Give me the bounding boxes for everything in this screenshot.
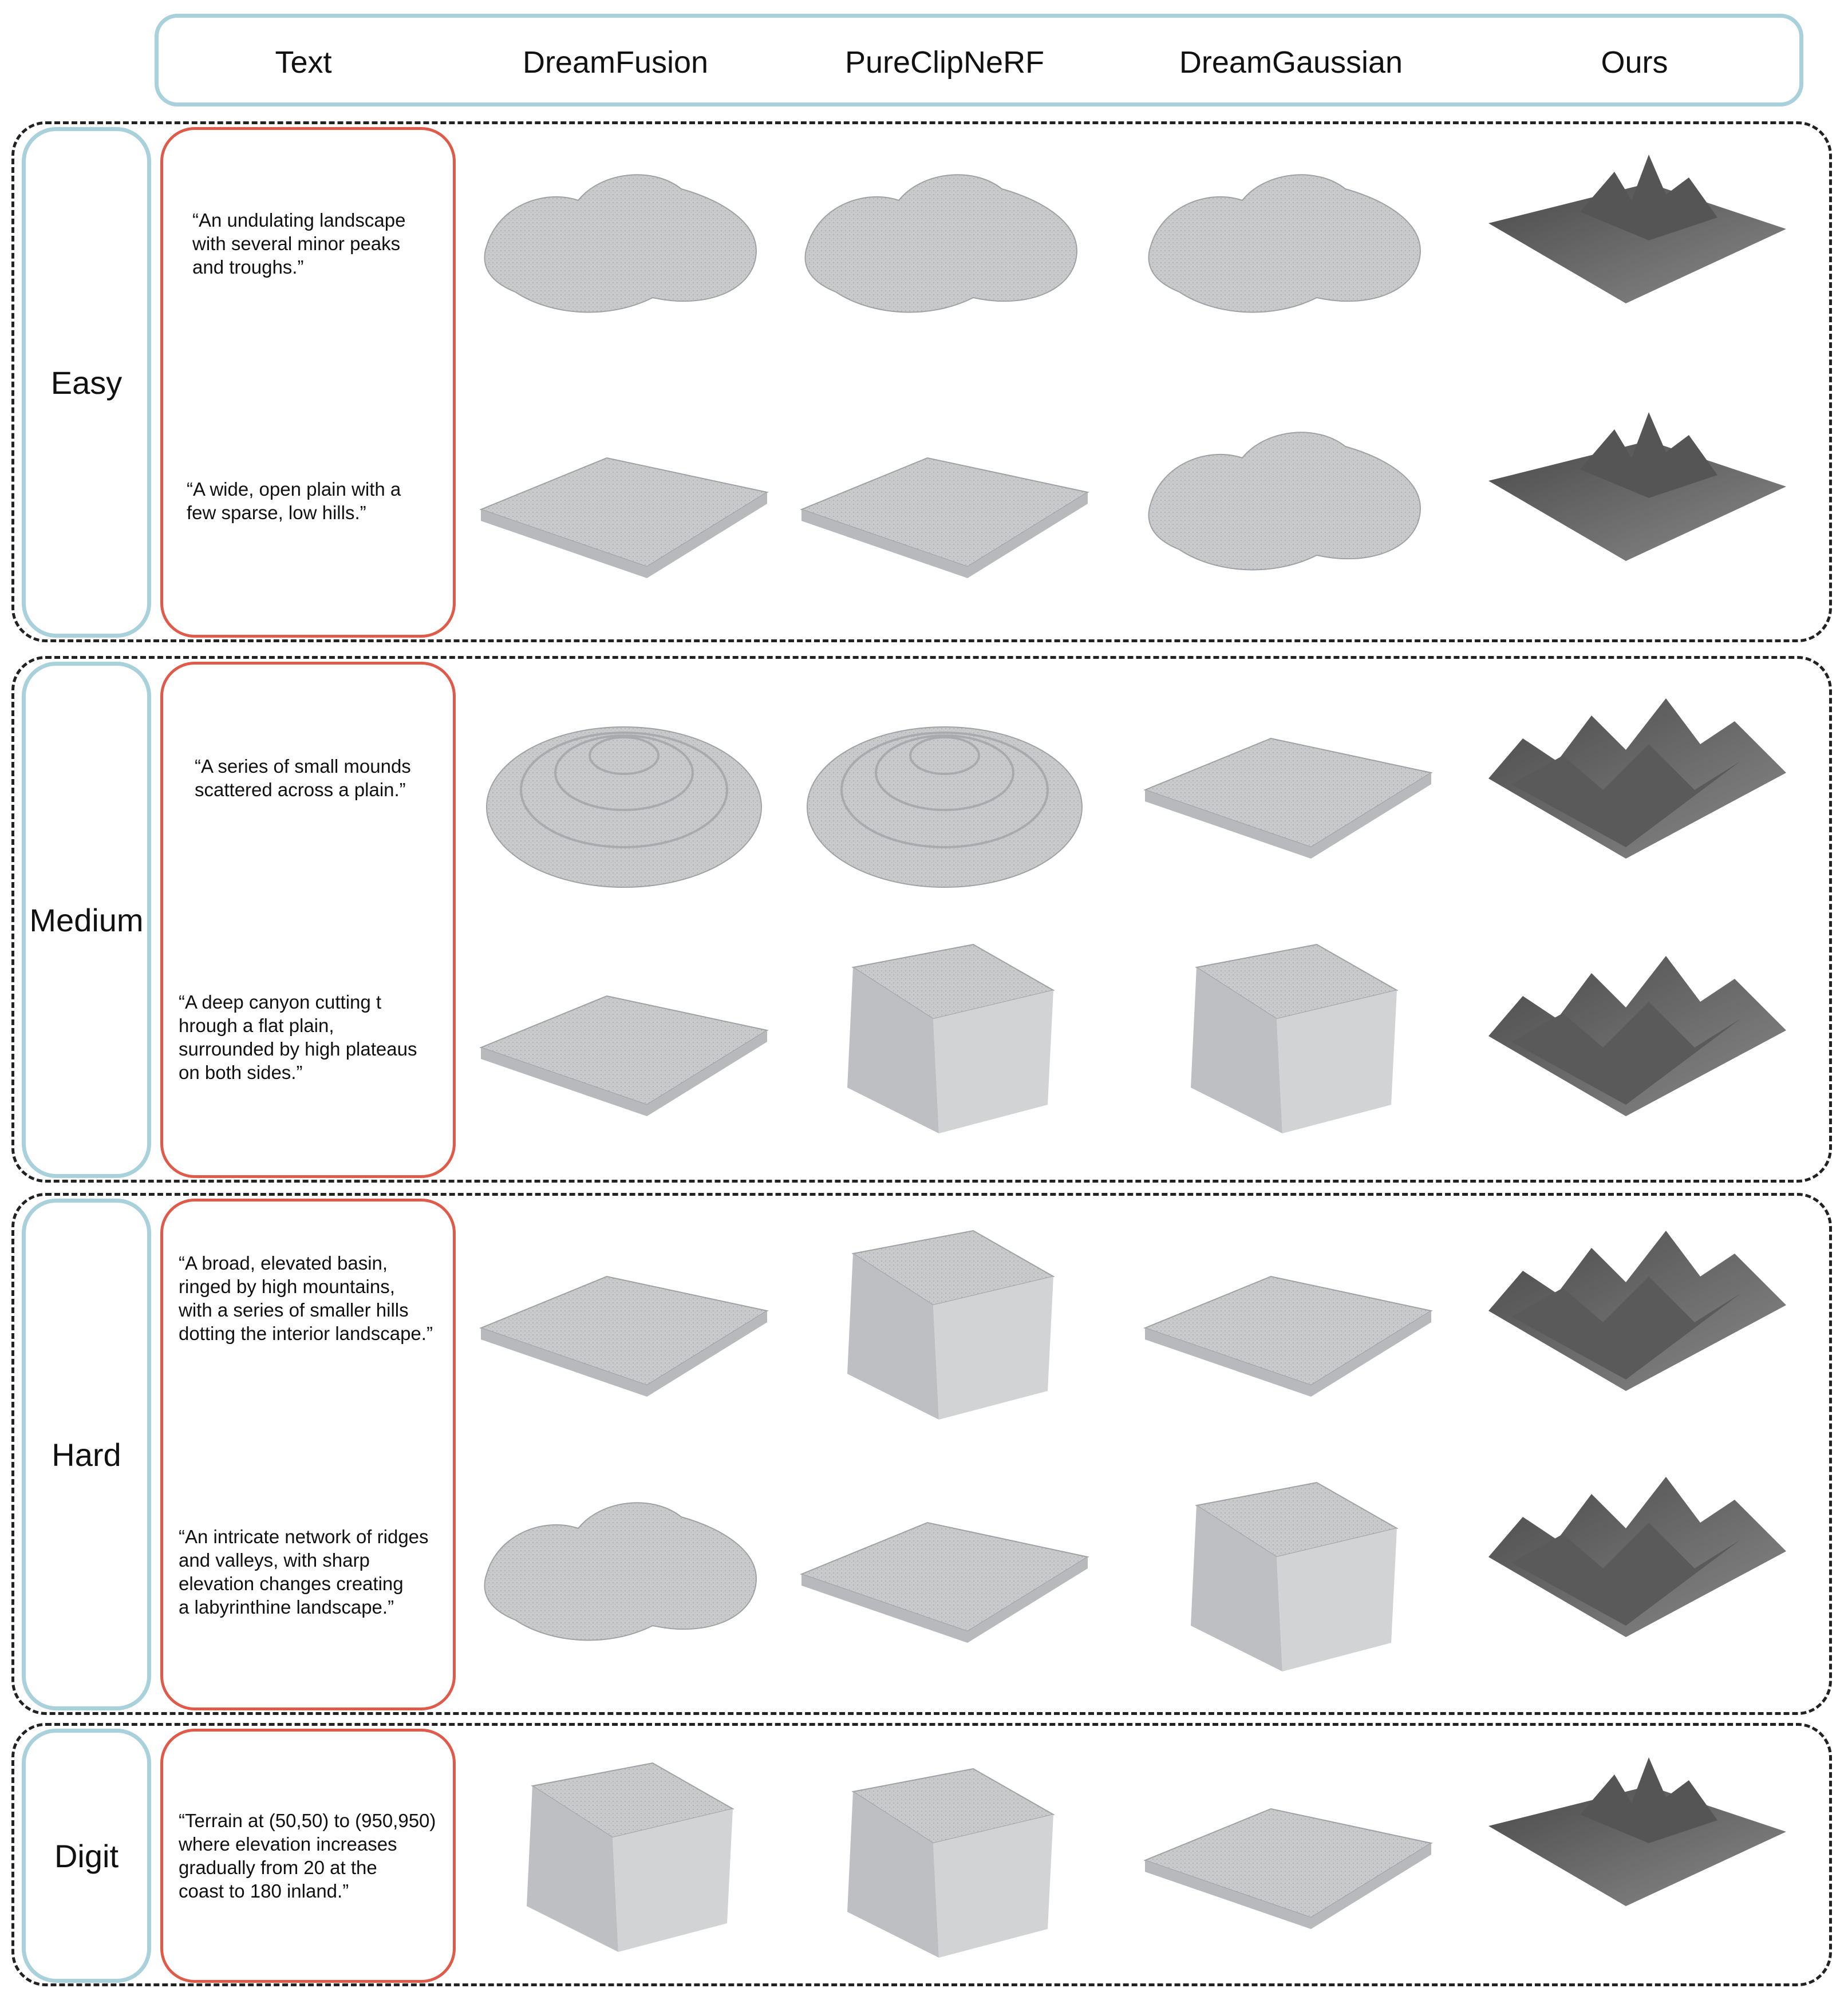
level-box-easy: Easy [22, 127, 151, 638]
render-ours-easy-2 [1477, 395, 1798, 624]
level-box-medium: Medium [22, 662, 151, 1178]
column-header-ours: Ours [1601, 45, 1668, 80]
prompt-medium-2: “A deep canyon cutting t hrough a flat p… [179, 991, 417, 1083]
mesh-dreamfusion-hard-1 [464, 1214, 784, 1442]
render-ours-medium-1 [1477, 675, 1798, 904]
column-header-dreamgaussian: DreamGaussian [1179, 45, 1403, 80]
render-ours-digit-1 [1477, 1740, 1798, 1969]
level-label-easy: Easy [50, 364, 123, 401]
prompt-hard-1: “A broad, elevated basin, ringed by high… [179, 1252, 433, 1344]
prompt-box-hard [160, 1199, 456, 1710]
group-digit [11, 1723, 1832, 1986]
column-header-pureclipnerf: PureClipNeRF [844, 45, 1045, 80]
mesh-dreamgaussian-medium-2 [1128, 922, 1448, 1151]
prompt-hard-2: “An intricate network of ridges and vall… [179, 1526, 429, 1618]
mesh-pureclipnerf-easy-2 [784, 395, 1105, 624]
level-box-hard: Hard [22, 1199, 151, 1710]
mesh-dreamfusion-hard-2 [464, 1465, 784, 1694]
group-hard [11, 1193, 1832, 1715]
prompt-medium-1: “A series of small mounds scattered acro… [195, 756, 411, 800]
mesh-dreamfusion-easy-1 [464, 137, 784, 366]
mesh-pureclipnerf-hard-2 [784, 1460, 1105, 1689]
prompt-digit-1: “Terrain at (50,50) to (950,950) where e… [179, 1810, 436, 1902]
mesh-dreamfusion-digit-1 [464, 1740, 784, 1969]
mesh-dreamgaussian-hard-1 [1128, 1214, 1448, 1442]
prompt-box-medium [160, 662, 456, 1178]
level-label-hard: Hard [52, 1436, 121, 1473]
group-medium [11, 656, 1832, 1183]
mesh-pureclipnerf-hard-1 [784, 1208, 1105, 1437]
mesh-pureclipnerf-medium-2 [784, 922, 1105, 1151]
level-box-digit: Digit [22, 1729, 151, 1983]
mesh-dreamgaussian-hard-2 [1128, 1460, 1448, 1689]
mesh-dreamgaussian-easy-1 [1128, 137, 1448, 366]
render-ours-easy-1 [1477, 137, 1798, 366]
column-header-bar [155, 14, 1803, 106]
prompt-easy-1: “An undulating landscape with several mi… [192, 210, 406, 278]
render-ours-hard-1 [1477, 1208, 1798, 1437]
render-ours-hard-2 [1477, 1454, 1798, 1683]
mesh-dreamgaussian-medium-1 [1128, 675, 1448, 904]
level-label-digit: Digit [54, 1837, 119, 1874]
prompt-easy-2: “A wide, open plain with a few sparse, l… [187, 479, 401, 523]
mesh-dreamfusion-medium-1 [464, 675, 784, 904]
mesh-dreamgaussian-easy-2 [1128, 395, 1448, 624]
level-label-medium: Medium [29, 902, 144, 938]
prompt-box-easy [160, 127, 456, 638]
mesh-pureclipnerf-easy-1 [784, 137, 1105, 366]
column-header-dreamfusion: DreamFusion [522, 45, 709, 80]
column-header-text: Text [275, 45, 332, 80]
group-easy [11, 121, 1832, 642]
mesh-pureclipnerf-digit-1 [784, 1746, 1105, 1975]
prompt-box-digit [160, 1729, 456, 1983]
render-ours-medium-2 [1477, 933, 1798, 1162]
mesh-dreamfusion-easy-2 [464, 395, 784, 624]
mesh-dreamfusion-medium-2 [464, 933, 784, 1162]
mesh-pureclipnerf-medium-1 [784, 675, 1105, 904]
mesh-dreamgaussian-digit-1 [1128, 1746, 1448, 1975]
